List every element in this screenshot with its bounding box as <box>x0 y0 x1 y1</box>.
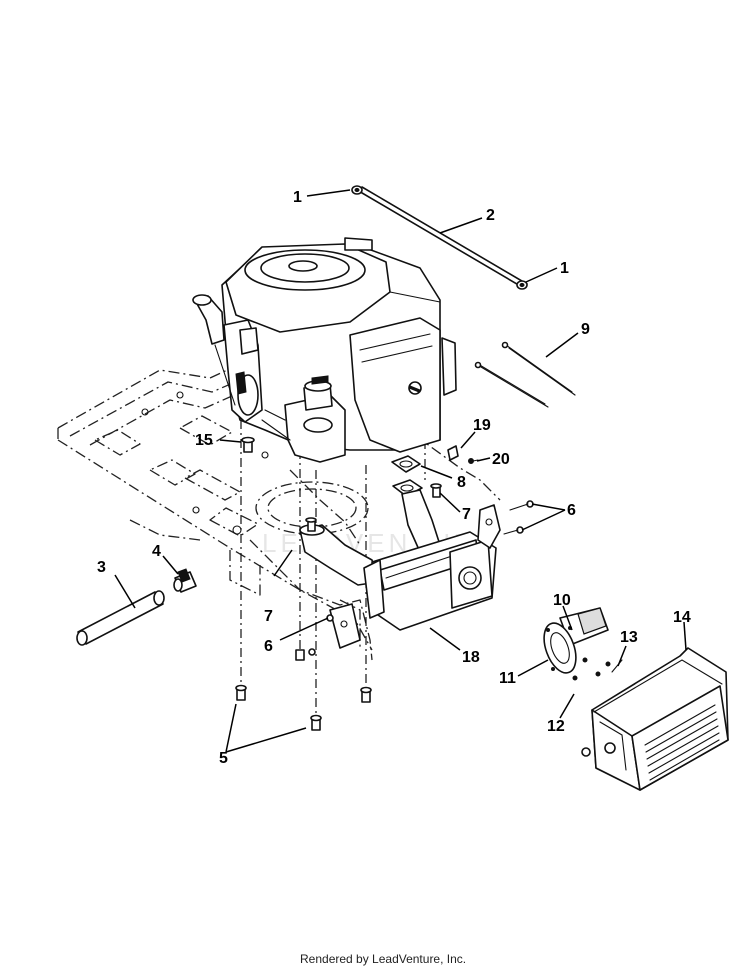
part-7-bolt-lower <box>305 517 317 532</box>
part-4-fitting <box>173 568 197 593</box>
part-11-plate <box>543 622 577 674</box>
part-15-bolt <box>241 436 255 453</box>
callout-12: 12 <box>547 718 565 735</box>
part-18-muffler <box>363 504 501 631</box>
callout-9: 9 <box>581 321 590 338</box>
part-6-screws-right <box>503 500 534 535</box>
part-20-screw <box>468 458 479 464</box>
callout-7-lower: 7 <box>264 608 273 625</box>
callout-1-bottom: 1 <box>560 260 569 277</box>
callout-1-top: 1 <box>293 189 302 206</box>
part-1-cap-bottom <box>516 280 528 290</box>
callout-11: 11 <box>499 670 516 687</box>
part-7-bolt-upper <box>430 483 442 498</box>
part-6-screws-lower <box>308 614 334 656</box>
callout-5: 5 <box>219 750 228 767</box>
part-10-cap <box>559 607 609 646</box>
callout-14: 14 <box>673 609 691 626</box>
part-12-screws <box>572 657 588 681</box>
leader-lines <box>114 189 687 753</box>
callout-7-right: 7 <box>462 506 471 523</box>
credit-text: Rendered by LeadVenture, Inc. <box>300 952 466 966</box>
part-5-bolts <box>235 649 372 731</box>
muffler-bracket <box>329 603 361 649</box>
callout-labels: 1 1 2 3 4 5 6 6 7 7 8 9 10 11 12 13 14 1… <box>97 189 691 767</box>
callout-20: 20 <box>492 451 510 468</box>
part-3-hose <box>76 590 165 646</box>
callout-3: 3 <box>97 559 106 576</box>
part-19-clip <box>447 445 459 461</box>
callout-18: 18 <box>462 649 480 666</box>
callout-19: 19 <box>473 417 491 434</box>
part-8-gaskets <box>391 455 423 497</box>
part-13-screws <box>595 659 623 677</box>
part-14-heat-shield <box>581 647 729 791</box>
callout-2: 2 <box>486 207 495 224</box>
callout-6-lower: 6 <box>264 638 273 655</box>
callout-4: 4 <box>152 543 161 560</box>
heat-shield-vents <box>644 704 720 781</box>
part-9-ties <box>474 341 576 408</box>
callout-13: 13 <box>620 629 638 646</box>
callout-6-right: 6 <box>567 502 576 519</box>
engine <box>192 237 457 463</box>
part-1-cap-top <box>351 185 363 195</box>
callout-8: 8 <box>457 474 466 491</box>
callout-10: 10 <box>553 592 571 609</box>
callout-15: 15 <box>195 432 213 449</box>
